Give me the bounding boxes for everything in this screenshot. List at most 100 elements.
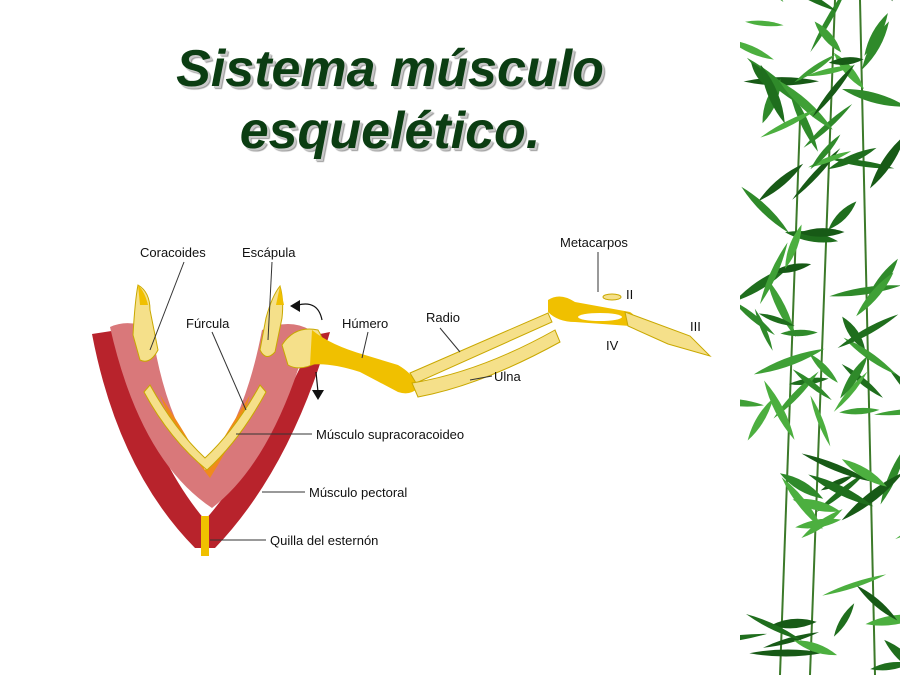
bamboo-leaf xyxy=(839,407,880,415)
bamboo-leaf xyxy=(793,640,838,656)
bamboo-leaf xyxy=(794,54,836,83)
inner-muscle xyxy=(110,323,310,508)
label-quilla: Quilla del esternón xyxy=(270,533,378,548)
label-musculo-pectoral: Músculo pectoral xyxy=(309,485,407,500)
coracoid-bone xyxy=(132,284,159,362)
bamboo-leaf xyxy=(740,0,784,2)
bamboo-leaf xyxy=(785,224,802,269)
label-digit-ii: II xyxy=(626,287,633,302)
bamboo-leaf xyxy=(833,603,855,637)
bamboo-leaf xyxy=(842,88,900,107)
bamboo-leaf xyxy=(822,574,887,596)
sternum-keel xyxy=(201,516,209,556)
bamboo-leaf xyxy=(760,109,817,138)
bamboo-leaf xyxy=(841,472,900,521)
bamboo-leaf xyxy=(880,445,900,505)
bamboo-leaf xyxy=(810,134,841,170)
bamboo-stem xyxy=(859,0,876,675)
rotation-arrow xyxy=(297,303,323,321)
bamboo-leaves-decoration xyxy=(740,0,900,675)
slide-title: Sistema músculo esquelético. xyxy=(40,38,740,162)
down-arrow-line xyxy=(315,371,319,393)
bamboo-leaf xyxy=(772,263,812,273)
leader-coracoides xyxy=(149,261,185,351)
bamboo-leaf xyxy=(841,459,887,487)
label-musculo-supracoracoideo: Músculo supracoracoideo xyxy=(316,427,464,442)
label-digit-iii: III xyxy=(690,319,701,334)
bamboo-leaf xyxy=(809,353,838,383)
bamboo-leaf xyxy=(870,134,900,189)
bamboo-leaf xyxy=(799,228,845,237)
label-coracoides: Coracoides xyxy=(140,245,206,260)
bamboo-leaf xyxy=(865,614,900,626)
bamboo-leaf xyxy=(740,39,774,60)
furcula-bone xyxy=(143,384,267,471)
leader-escapula xyxy=(267,261,273,341)
label-escapula: Escápula xyxy=(242,245,296,260)
bamboo-leaf xyxy=(774,0,837,12)
bamboo-leaf xyxy=(764,380,795,440)
digit-ii-bone xyxy=(602,293,622,301)
leader-humero xyxy=(361,331,369,359)
metacarpus-bone xyxy=(548,296,635,326)
bamboo-leaf xyxy=(789,90,818,152)
bamboo-leaf xyxy=(812,64,855,118)
label-ulna: Ulna xyxy=(494,369,522,384)
label-humero: Húmero xyxy=(342,316,388,331)
scapula-tip xyxy=(276,286,284,305)
bamboo-leaf xyxy=(801,509,843,538)
bamboo-leaf xyxy=(740,398,765,407)
bamboo-stem xyxy=(809,0,836,675)
bamboo-leaf xyxy=(858,0,893,2)
bamboo-leaf xyxy=(842,316,866,351)
bamboo-leaf xyxy=(760,64,785,124)
bamboo-leaf xyxy=(749,649,825,657)
bamboo-leaf xyxy=(763,632,820,648)
bamboo-leaf xyxy=(741,186,790,234)
bamboo-leaf xyxy=(874,408,900,416)
bamboo-leaf xyxy=(753,348,825,375)
label-digit-iv: IV xyxy=(606,338,619,353)
digit-iii-bone xyxy=(624,311,712,358)
bamboo-leaf xyxy=(792,369,832,401)
leader-radio xyxy=(439,327,461,353)
bamboo-leaf xyxy=(856,585,898,621)
rotation-arrow-head xyxy=(290,300,300,312)
bamboo-leaf xyxy=(758,313,795,326)
bamboo-leaf xyxy=(837,314,899,348)
ulna-bone xyxy=(411,329,561,398)
bamboo-leaf xyxy=(747,397,774,441)
bamboo-leaf xyxy=(840,355,868,399)
bamboo-leaf xyxy=(843,337,897,375)
bamboo-leaf xyxy=(856,272,894,317)
bamboo-leaf xyxy=(745,613,802,641)
bamboo-leaf xyxy=(870,662,900,671)
bamboo-leaf xyxy=(806,65,855,77)
bamboo-leaf xyxy=(841,363,883,398)
bamboo-leaf xyxy=(778,80,833,130)
bamboo-leaf xyxy=(771,618,817,629)
bamboo-leaf xyxy=(864,13,888,56)
bamboo-leaf xyxy=(814,21,842,53)
bamboo-leaf xyxy=(888,367,900,426)
bamboo-leaf xyxy=(810,0,848,53)
slide-title-line-2: esquelético. xyxy=(239,102,541,160)
bamboo-leaf xyxy=(779,473,824,499)
bamboo-leaf xyxy=(792,498,840,512)
bamboo-leaf xyxy=(827,147,877,170)
bamboo-leaf xyxy=(833,371,868,412)
coracoid-tip xyxy=(138,285,148,305)
bamboo-leaf xyxy=(754,308,773,351)
down-arrow-head xyxy=(312,390,324,400)
radius-bone xyxy=(409,312,553,384)
label-metacarpos: Metacarpos xyxy=(560,235,628,250)
leader-furcula xyxy=(211,331,247,411)
label-furcula: Fúrcula xyxy=(186,316,230,331)
leader-ulna xyxy=(469,375,493,381)
bamboo-leaf xyxy=(801,453,871,482)
bamboo-leaf xyxy=(828,57,864,65)
bamboo-leaf xyxy=(810,395,831,447)
label-radio: Radio xyxy=(426,310,460,325)
bamboo-leaf xyxy=(895,503,900,540)
